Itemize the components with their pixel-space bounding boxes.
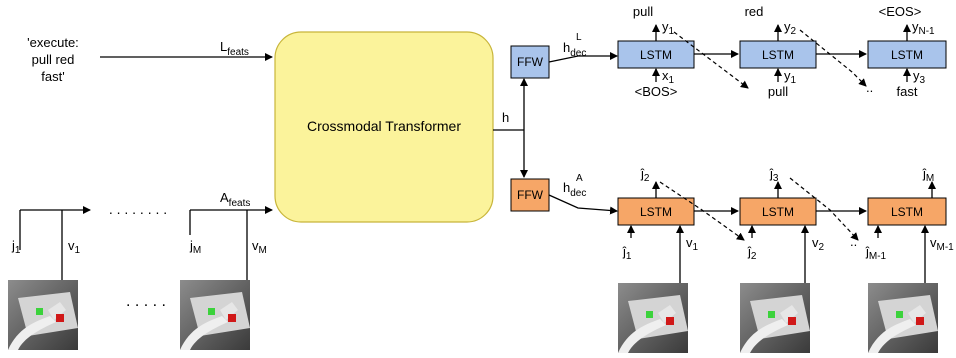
ffw-action-label: FFW <box>517 188 544 202</box>
robot-image-last <box>180 280 250 350</box>
crossmodal-transformer-block <box>274 31 494 223</box>
lang-feedback-ellipsis: .. <box>866 80 873 95</box>
lstm-language-3-label: LSTM <box>891 48 923 62</box>
lang-feedback-1 <box>673 31 749 89</box>
lstm-language-1-label: LSTM <box>640 48 672 62</box>
lang-output-var-1: y1 <box>662 19 675 37</box>
act-output-var-3: ĵM <box>922 166 934 184</box>
command-text-line-1: 'execute: <box>27 35 79 50</box>
lstm-action-3-label: LSTM <box>891 205 923 219</box>
hdec-a-superscript: A <box>576 173 583 184</box>
robot-image-step-1 <box>618 283 688 353</box>
input-jm: jM <box>189 238 201 256</box>
lang-input-var-1: x1 <box>662 68 675 86</box>
act-input-vm1: vM-1 <box>930 235 954 253</box>
command-text-line-2: pull red <box>32 52 75 67</box>
lstm-language-2-label: LSTM <box>762 48 794 62</box>
lang-input-word-2: pull <box>768 84 788 99</box>
h-label: h <box>502 110 509 125</box>
input-vm: vM <box>252 238 267 256</box>
robot-image-step-3 <box>868 283 938 353</box>
lstm-action-3 <box>867 197 947 226</box>
hdec-a-label: hdec <box>563 180 586 199</box>
l-feats-label: Lfeats <box>220 39 249 58</box>
hdec-l-label: hdec <box>563 40 586 59</box>
hdec-l-arrow <box>548 52 618 63</box>
lang-input-word-1: <BOS> <box>635 84 678 99</box>
act-feedback-1 <box>659 181 745 241</box>
crossmodal-transformer-label: Crossmodal Transformer <box>307 118 461 134</box>
hdec-a-arrow <box>548 194 618 215</box>
a-feats-label: Afeats <box>220 190 250 209</box>
lang-output-var-3: yN-1 <box>912 19 935 37</box>
robot-images-ellipsis: . . . . . <box>126 293 166 310</box>
input-j1: j1 <box>11 238 21 256</box>
lang-output-word-2: red <box>745 4 764 19</box>
act-input-v2: v2 <box>812 235 825 253</box>
command-text-line-3: fast' <box>41 69 64 84</box>
lstm-action-1-label: LSTM <box>640 205 672 219</box>
act-output-var-1: ĵ2 <box>640 166 650 184</box>
hdec-l-superscript: L <box>576 32 582 43</box>
lang-output-word-1: pull <box>633 4 653 19</box>
act-output-var-2: ĵ3 <box>769 166 779 184</box>
act-input-jh1: ĵ1 <box>622 244 632 262</box>
act-input-v1: v1 <box>686 235 699 253</box>
lang-feedback-2 <box>799 29 867 87</box>
robot-image-first <box>8 280 78 350</box>
input-v1: v1 <box>68 238 81 256</box>
ffw-action-box <box>510 178 550 212</box>
act-feedback-ellipsis: .. <box>850 234 857 249</box>
ffw-language-box <box>510 45 550 79</box>
lang-output-word-3: <EOS> <box>879 4 922 19</box>
lstm-action-2-label: LSTM <box>762 205 794 219</box>
act-feedback-2 <box>789 177 859 241</box>
lang-input-var-3: y3 <box>913 68 926 86</box>
robot-image-step-2 <box>740 283 810 353</box>
lang-output-var-2: y2 <box>784 19 797 37</box>
act-input-jh2: ĵ2 <box>747 244 757 262</box>
act-input-jhm1: ĵM-1 <box>865 244 887 262</box>
lang-input-word-3: fast <box>897 84 918 99</box>
feats-sequence-ellipsis: . . . . . . . . <box>109 201 167 217</box>
lang-input-var-2: y1 <box>784 68 797 86</box>
ffw-language-label: FFW <box>517 55 544 69</box>
